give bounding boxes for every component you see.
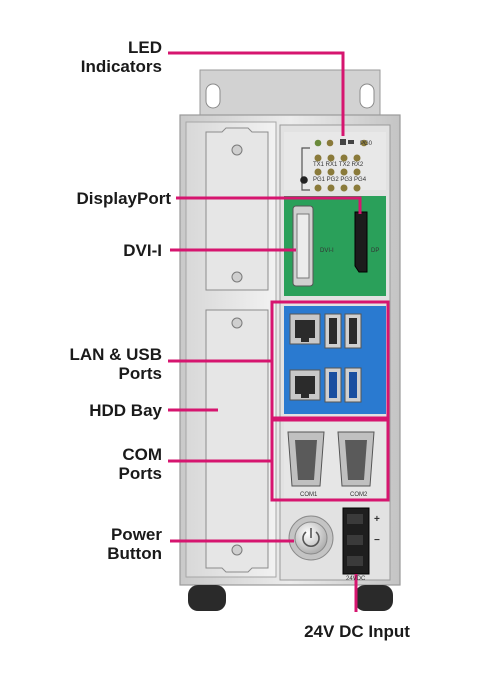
hdd-bay-label: HDD Bay xyxy=(89,401,162,420)
dvi-i-label: DVI-I xyxy=(123,241,162,260)
com-board xyxy=(284,422,386,498)
lan-usb-label-line2: Ports xyxy=(118,364,162,383)
feet xyxy=(188,585,393,611)
com-ports-label: COM Ports xyxy=(119,445,162,483)
mounting-bracket xyxy=(199,69,381,116)
displayport-connector xyxy=(354,211,368,273)
displayport-label: DisplayPort xyxy=(76,189,171,208)
dc-terminal xyxy=(342,507,370,575)
upper-cover-plate xyxy=(205,127,269,291)
led-indicators-label: LED Indicators xyxy=(81,38,162,76)
led-area xyxy=(284,132,386,192)
led-label-line1: LED xyxy=(128,38,162,57)
lan-usb-ports-label: LAN & USB Ports xyxy=(69,345,162,383)
callout-lines xyxy=(168,51,362,612)
hdd-bay-door xyxy=(205,309,269,573)
com1-panel-label: COM1 xyxy=(300,492,318,498)
dp-panel-label: DP xyxy=(371,248,379,254)
power-button-label: Power Button xyxy=(107,525,162,563)
led-callout-line xyxy=(168,51,345,136)
power-label-line1: Power xyxy=(110,525,162,544)
video-board xyxy=(284,196,386,296)
led-label-row1: TX1 RX1 TX2 RX2 xyxy=(313,162,364,168)
lan-usb-board xyxy=(284,306,386,414)
power-label-line2: Button xyxy=(107,544,162,563)
dc-panel-label: 24VDC xyxy=(346,576,366,582)
led-label-line2: Indicators xyxy=(80,57,162,76)
led-label-row2: PG1 PG2 PG3 PG4 xyxy=(313,177,367,183)
terminal-plus-label: + xyxy=(374,514,380,525)
displayport-callout-line xyxy=(176,196,362,214)
terminal-minus-label: − xyxy=(374,535,380,546)
power-button xyxy=(288,515,334,561)
dc-input-label: 24V DC Input xyxy=(304,622,410,641)
led-label-top: PG0 xyxy=(360,141,373,147)
com2-panel-label: COM2 xyxy=(350,492,368,498)
dvi-panel-label: DVI-I xyxy=(320,248,334,254)
lan-usb-label-line1: LAN & USB xyxy=(69,345,162,364)
com-label-line2: Ports xyxy=(118,464,162,483)
com-label-line1: COM xyxy=(122,445,162,464)
